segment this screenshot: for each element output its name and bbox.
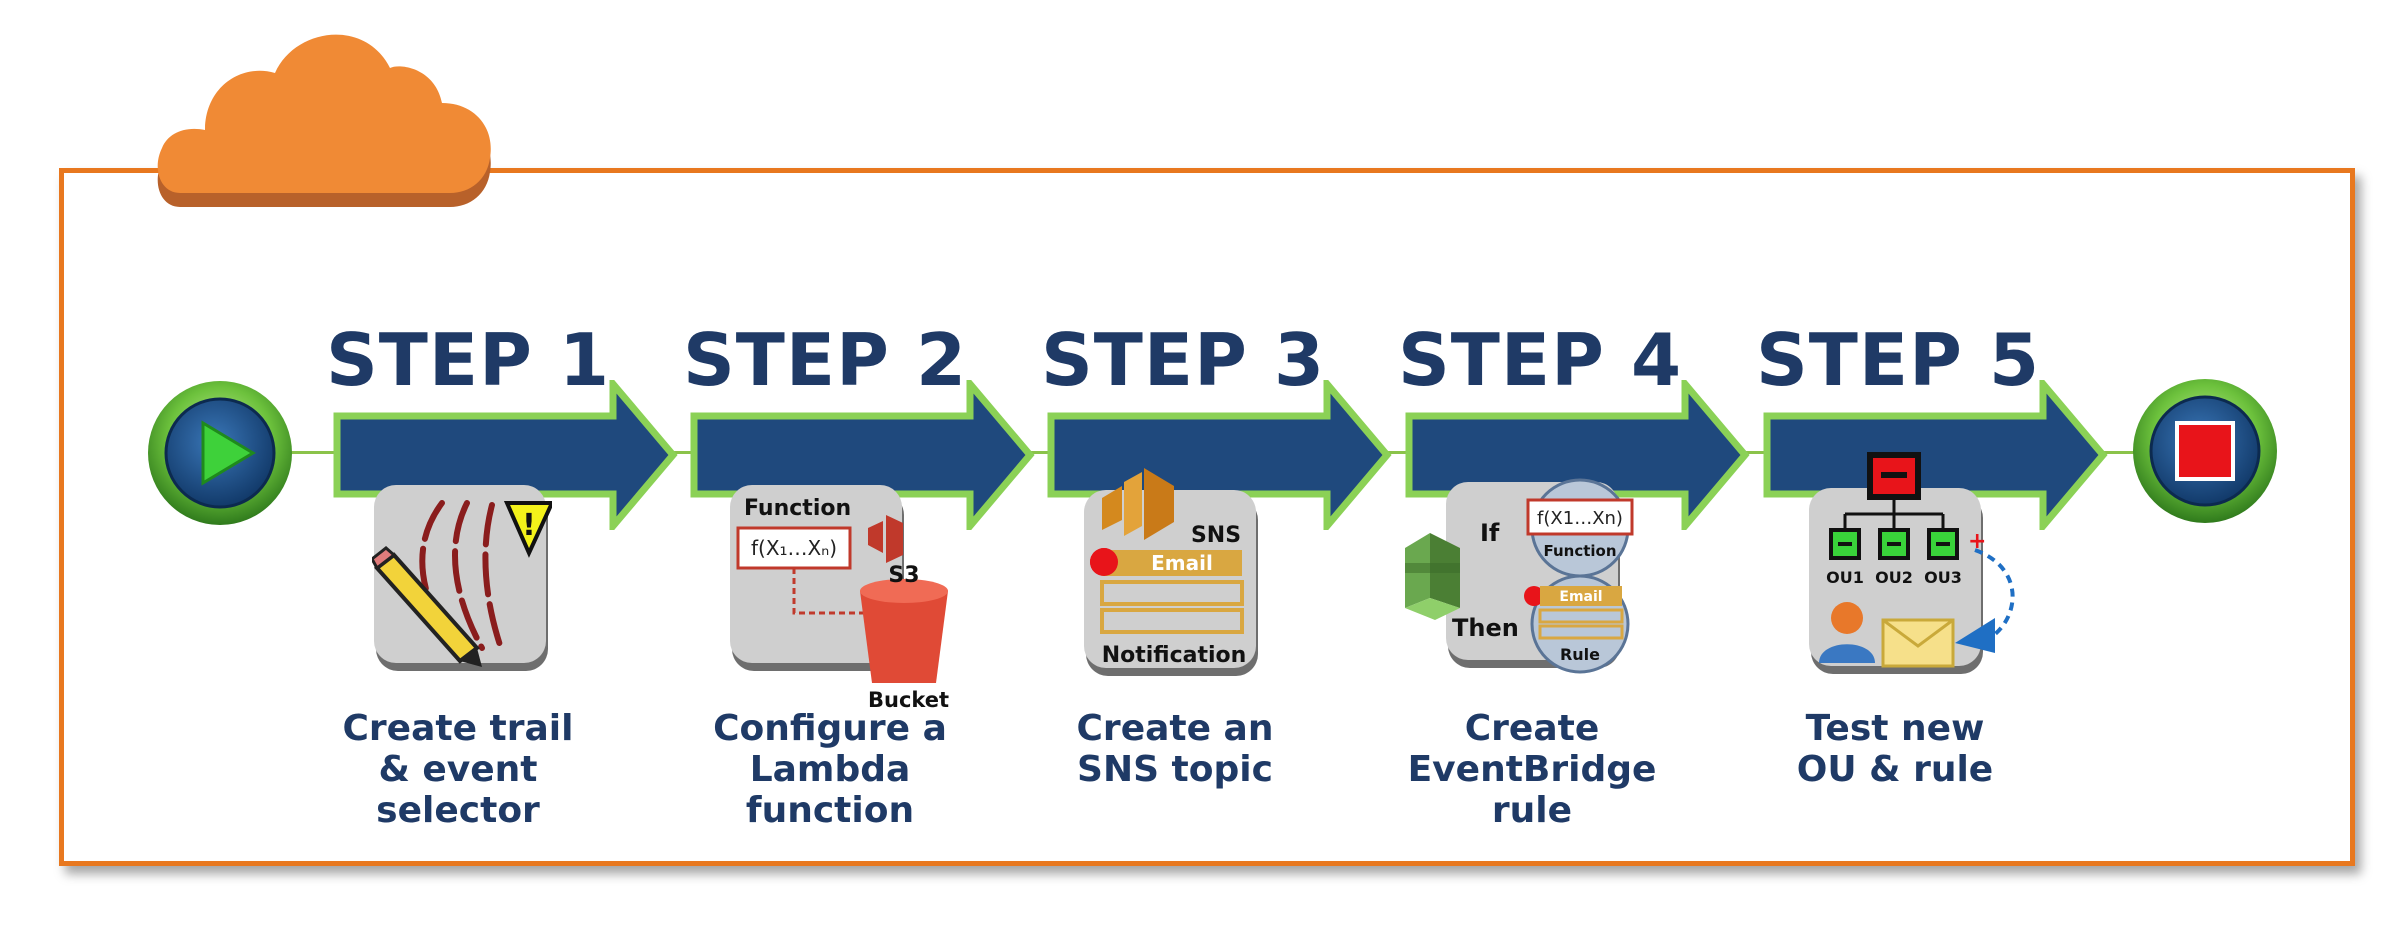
step-5-caption: Test new OU & rule [1796, 708, 1994, 790]
step-1-title: STEP 1 [325, 318, 611, 402]
function-label: Function [1543, 542, 1616, 560]
step-4-icon-card: If Then f(X1…Xn) Function Email Rule [1405, 478, 1634, 674]
step-3-title: STEP 3 [1040, 318, 1326, 402]
bucket-label: Bucket [868, 688, 949, 712]
if-label: If [1480, 519, 1500, 547]
connector-line [2098, 451, 2138, 454]
rule-label: Rule [1560, 645, 1600, 664]
connector-line [665, 451, 697, 454]
start-play-button[interactable] [145, 378, 295, 528]
s3-label: S3 [888, 563, 919, 588]
connector-line [290, 451, 340, 454]
organization-ou-icon [1829, 452, 1959, 560]
user-icon [1819, 602, 1875, 663]
stop-icon [2175, 421, 2235, 481]
sns-label: SNS [1191, 523, 1241, 548]
step-2-icon-card: Function f(X₁…Xₙ) S3 Bucket [730, 485, 949, 712]
step-3-caption: Create an SNS topic [1076, 708, 1274, 790]
cloud-icon [157, 34, 491, 207]
function-formula: f(X₁…Xₙ) [751, 536, 837, 560]
svg-text:!: ! [522, 508, 536, 543]
connector-line [1738, 451, 1770, 454]
step-4-title: STEP 4 [1397, 318, 1683, 402]
step-5-title: STEP 5 [1755, 318, 2041, 402]
notification-label: Notification [1102, 643, 1247, 668]
ou3-label: OU3 [1924, 568, 1962, 587]
step-2-caption: Configure a Lambda function [713, 708, 947, 831]
function-label: Function [744, 496, 851, 521]
play-icon [201, 420, 256, 486]
step-4-caption: Create EventBridge rule [1407, 708, 1657, 831]
email-label: Email [1151, 551, 1213, 575]
plus-label: + [1968, 529, 1986, 554]
step-1-caption: Create trail & event selector [342, 708, 574, 831]
step-5-icon-card: + OU1 OU2 OU3 [1809, 452, 2015, 674]
eventbridge-icon [1405, 533, 1460, 620]
s3-bucket-icon: S3 [860, 515, 948, 683]
step-1-icon-card: ! [372, 485, 552, 671]
connector-line [1022, 451, 1054, 454]
connector-line [1380, 451, 1412, 454]
email-label: Email [1559, 589, 1602, 605]
email-envelope-icon [1881, 618, 1955, 668]
function-formula: f(X1…Xn) [1537, 508, 1623, 529]
step-3-icon-card: SNS Email Notification [1084, 468, 1258, 676]
ou2-label: OU2 [1875, 568, 1913, 587]
curved-arrow [1974, 548, 2015, 640]
warning-icon: ! [503, 501, 552, 558]
step-2-title: STEP 2 [682, 318, 968, 402]
then-label: Then [1452, 614, 1519, 642]
stop-button[interactable] [2130, 376, 2280, 526]
pencil-icon [372, 546, 482, 667]
sns-icon [1102, 468, 1174, 540]
ou1-label: OU1 [1826, 568, 1864, 587]
